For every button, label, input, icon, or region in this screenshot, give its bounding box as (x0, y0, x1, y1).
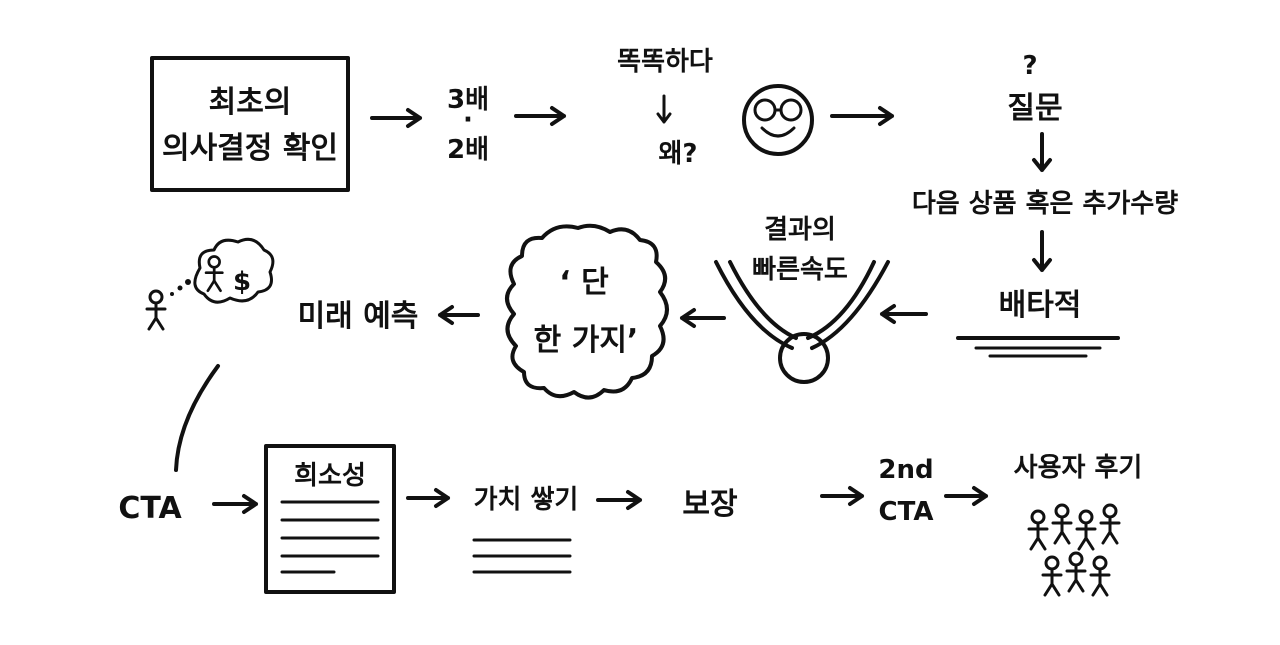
fast-results-line2: 빠른속도 (752, 255, 848, 285)
triple-double-dot: · (463, 105, 473, 135)
arrow-7 (212, 494, 258, 514)
stack-value-lines (472, 538, 572, 574)
arrow-2 (514, 106, 566, 126)
question-label: 질문 (1007, 91, 1062, 126)
crowd-icon (1027, 503, 1121, 597)
why-label: 왜? (658, 139, 697, 169)
stack-value-label: 가치 쌓기 (474, 485, 579, 515)
arrow-question-next (1032, 132, 1052, 172)
guarantee-label: 보장 (682, 487, 738, 522)
pendulum-icon (714, 260, 890, 384)
smiling-face-icon (742, 84, 814, 156)
fast-results-line1: 결과의 (764, 215, 836, 245)
arrow-11 (944, 486, 988, 506)
scarcity-text-lines (280, 500, 380, 574)
smart-label: 똑똑하다 (617, 47, 713, 77)
cta-label: CTA (118, 491, 182, 526)
person-thinking-icon: $ (145, 237, 275, 331)
exclusive-underline (956, 336, 1120, 358)
predict-future-label: 미래 예측 (298, 299, 419, 334)
scarcity-document (264, 444, 396, 594)
just-one-line1: ‘ 단 (559, 265, 609, 300)
wavy-cloud (505, 223, 669, 400)
just-one-line2: 한 가지’ (534, 323, 639, 358)
double-label: 2배 (447, 135, 489, 165)
arrow-next-exclusive (1032, 230, 1052, 272)
testimonials-label: 사용자 후기 (1014, 453, 1143, 483)
arrow-8 (406, 488, 450, 508)
arrow-5 (680, 308, 726, 328)
second-cta-line1: 2nd (878, 455, 933, 485)
dollar-sign: $ (233, 267, 251, 297)
second-cta-line2: CTA (879, 497, 934, 527)
arrow-3 (830, 106, 894, 126)
arrow-10 (820, 486, 864, 506)
arrow-9 (596, 490, 642, 510)
first-decision-box (150, 56, 350, 192)
triple-label: 3배 (447, 85, 489, 115)
next-product-label: 다음 상품 혹은 추가수량 (912, 189, 1178, 219)
scarcity-label: 희소성 (294, 461, 366, 491)
first-decision-line2: 의사결정 확인 (162, 131, 338, 166)
arrow-4 (880, 304, 928, 324)
question-mark: ? (1022, 51, 1037, 81)
arrow-smart-why (656, 94, 672, 124)
first-decision-line1: 최초의 (209, 85, 292, 120)
arrow-6 (438, 305, 480, 325)
connector-future-cta (174, 364, 220, 472)
arrow-1 (370, 108, 422, 128)
exclusive-label: 배타적 (999, 288, 1082, 323)
